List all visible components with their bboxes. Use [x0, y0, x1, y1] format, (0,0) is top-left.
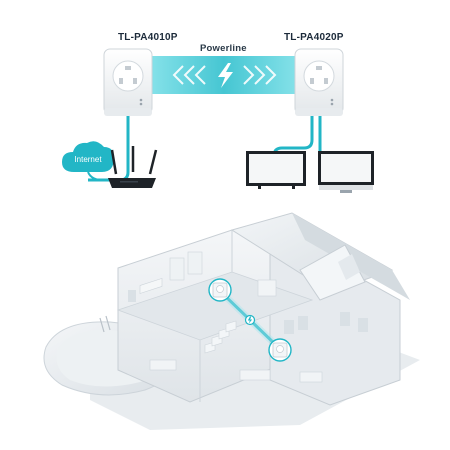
internet-label: Internet — [74, 155, 102, 164]
cloud-icon — [62, 141, 114, 182]
adapter-left-label: TL-PA4010P — [118, 32, 178, 43]
tv-icon — [246, 151, 306, 189]
monitor-icon — [318, 151, 374, 193]
powerline-beam — [150, 56, 298, 94]
house-illustration — [43, 212, 420, 430]
powerline-label: Powerline — [200, 43, 247, 54]
adapter-right-label: TL-PA4020P — [284, 32, 344, 43]
house-adapter-lower — [268, 338, 292, 362]
adapter-left — [88, 48, 153, 182]
house-powerline-link — [219, 290, 281, 350]
lightning-bolt-icon — [218, 63, 233, 88]
house-adapter-upper — [208, 278, 232, 302]
router-icon — [108, 146, 158, 188]
